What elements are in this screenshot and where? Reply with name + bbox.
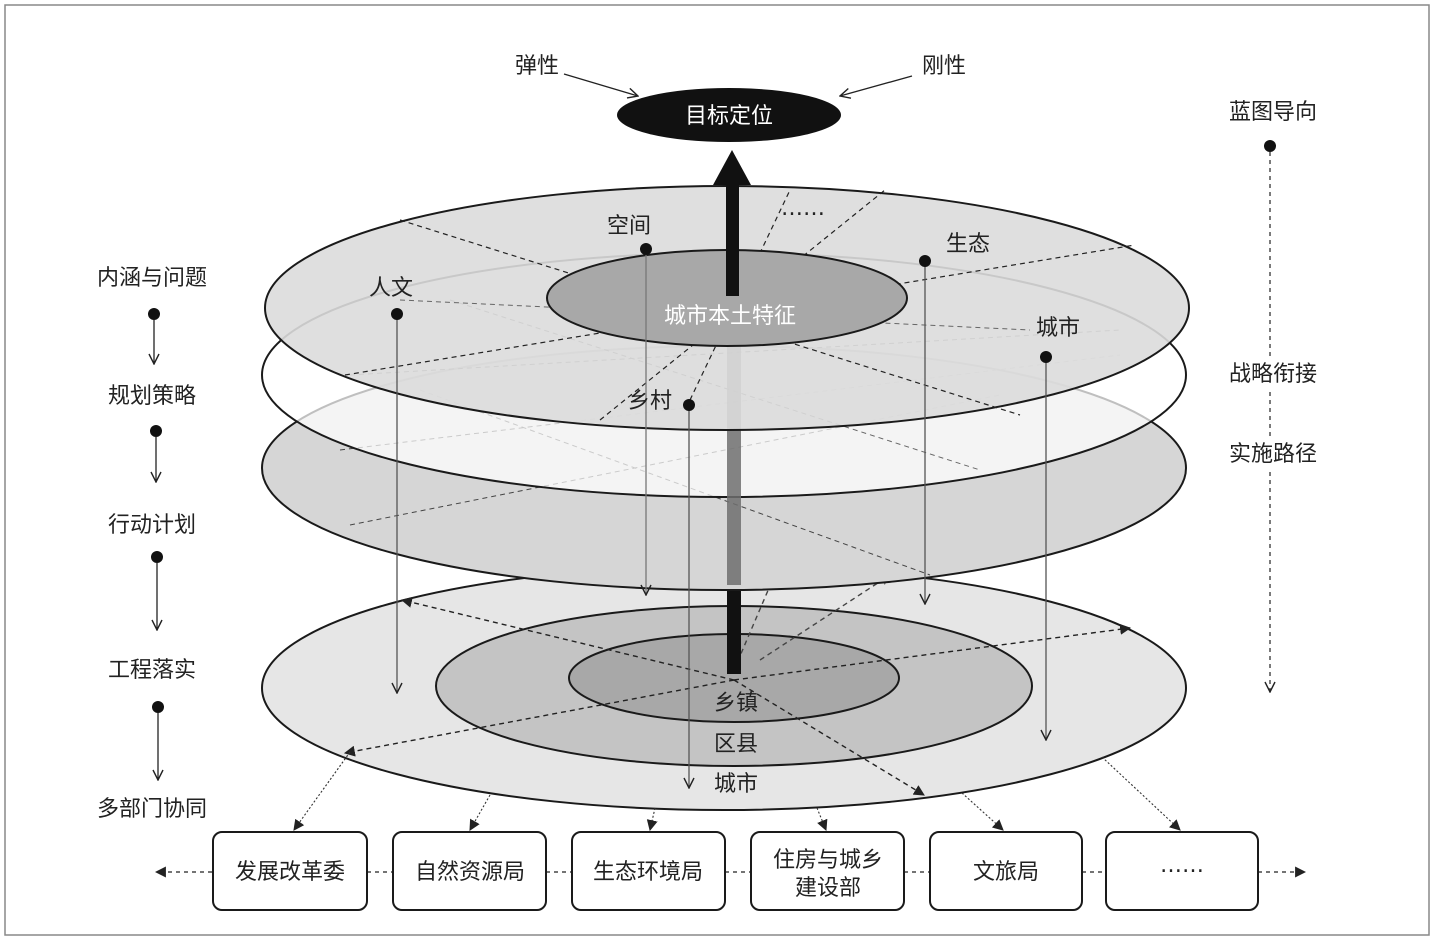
dept-box-2	[392, 831, 547, 911]
dept-label-1: 发展改革委	[235, 860, 345, 885]
dept-link-3	[646, 807, 658, 832]
label-county: 区县	[714, 732, 758, 757]
label-bottom-city: 城市	[714, 772, 758, 797]
label-township: 乡镇	[714, 691, 758, 716]
dept-label-4a: 住房与城乡	[773, 848, 883, 873]
flow-step-1: 内涵与问题	[97, 266, 207, 291]
dot-humanity	[391, 308, 403, 320]
dot-rural	[683, 399, 695, 411]
dept-link-6	[1101, 756, 1181, 831]
dept-link-5	[961, 792, 1004, 831]
bottom-arrow-nw	[400, 596, 735, 681]
dot-ecology	[919, 255, 931, 267]
dept-box-1	[212, 831, 368, 911]
dept-link-2	[469, 794, 491, 831]
flow-step-3: 行动计划	[108, 513, 196, 538]
flow-step-5: 多部门协同	[97, 797, 207, 822]
elastic-label: 弹性	[515, 54, 559, 79]
outer-frame	[4, 4, 1430, 936]
rigid-label: 刚性	[922, 54, 966, 79]
flow-dot-3	[151, 551, 163, 563]
label-ecology: 生态	[946, 232, 990, 257]
dept-box-3	[571, 831, 726, 911]
dot-city	[1040, 351, 1052, 363]
label-humanity: 人文	[369, 276, 413, 301]
department-boxes: 发展改革委 自然资源局 生态环境局 住房与城乡 建设部 文旅局 ……	[212, 831, 1259, 911]
central-axis-arrowhead	[713, 150, 751, 185]
dept-label-4b: 建设部	[795, 876, 861, 901]
label-city: 城市	[1036, 316, 1080, 341]
dept-box-6	[1105, 831, 1259, 911]
top-dash4	[689, 189, 791, 401]
dept-label-5: 文旅局	[973, 860, 1039, 885]
flow-dot-1	[148, 308, 160, 320]
right-axis-lower-label: 实施路径	[1229, 442, 1317, 467]
goal-node: 目标定位 弹性 刚性	[515, 54, 966, 142]
flow-step-2: 规划策略	[108, 384, 196, 409]
right-axis: 蓝图导向 战略衔接 实施路径	[1225, 100, 1323, 692]
dept-box-5	[929, 831, 1083, 911]
right-axis-label-bg2	[1225, 436, 1323, 470]
dept-box-4	[750, 831, 905, 911]
dept-label-6: ……	[1160, 853, 1204, 878]
right-axis-dot	[1264, 140, 1276, 152]
elastic-arrow	[563, 73, 638, 96]
left-flow: 内涵与问题 规划策略 行动计划 工程落实 多部门协同	[97, 266, 207, 822]
dept-link-4	[816, 807, 828, 832]
dept-link-1	[293, 751, 351, 831]
goal-label: 目标定位	[685, 104, 773, 129]
bottom-arrow-up2	[759, 574, 891, 661]
central-axis-upper	[726, 178, 739, 296]
label-rural: 乡村	[628, 389, 672, 414]
bottom-disc	[261, 565, 1187, 811]
dot-space	[640, 243, 652, 255]
dept-label-3: 生态环境局	[593, 860, 703, 885]
rigid-arrow	[840, 75, 913, 96]
projection-lines	[397, 248, 1046, 788]
top-core-label: 城市本土特征	[664, 304, 796, 329]
department-connectors	[293, 751, 1181, 832]
top-disc	[264, 185, 1190, 431]
right-axis-top-label: 蓝图导向	[1229, 100, 1317, 125]
label-space: 空间	[607, 214, 651, 239]
central-axis-lower	[727, 582, 741, 674]
right-axis-middle-label: 战略衔接	[1229, 362, 1317, 387]
bottom-arrow-se	[733, 679, 925, 796]
dept-label-2: 自然资源局	[415, 860, 525, 885]
right-axis-label-bg1	[1225, 356, 1323, 390]
flow-dot-4	[152, 701, 164, 713]
bottom-arrow-e	[733, 623, 1132, 681]
dimension-dots	[391, 243, 1052, 411]
flow-step-4: 工程落实	[108, 658, 196, 683]
goal-ellipse	[617, 88, 841, 142]
label-more: ……	[781, 196, 825, 221]
flow-dot-2	[150, 425, 162, 437]
bottom-arrow-sw	[343, 679, 735, 757]
